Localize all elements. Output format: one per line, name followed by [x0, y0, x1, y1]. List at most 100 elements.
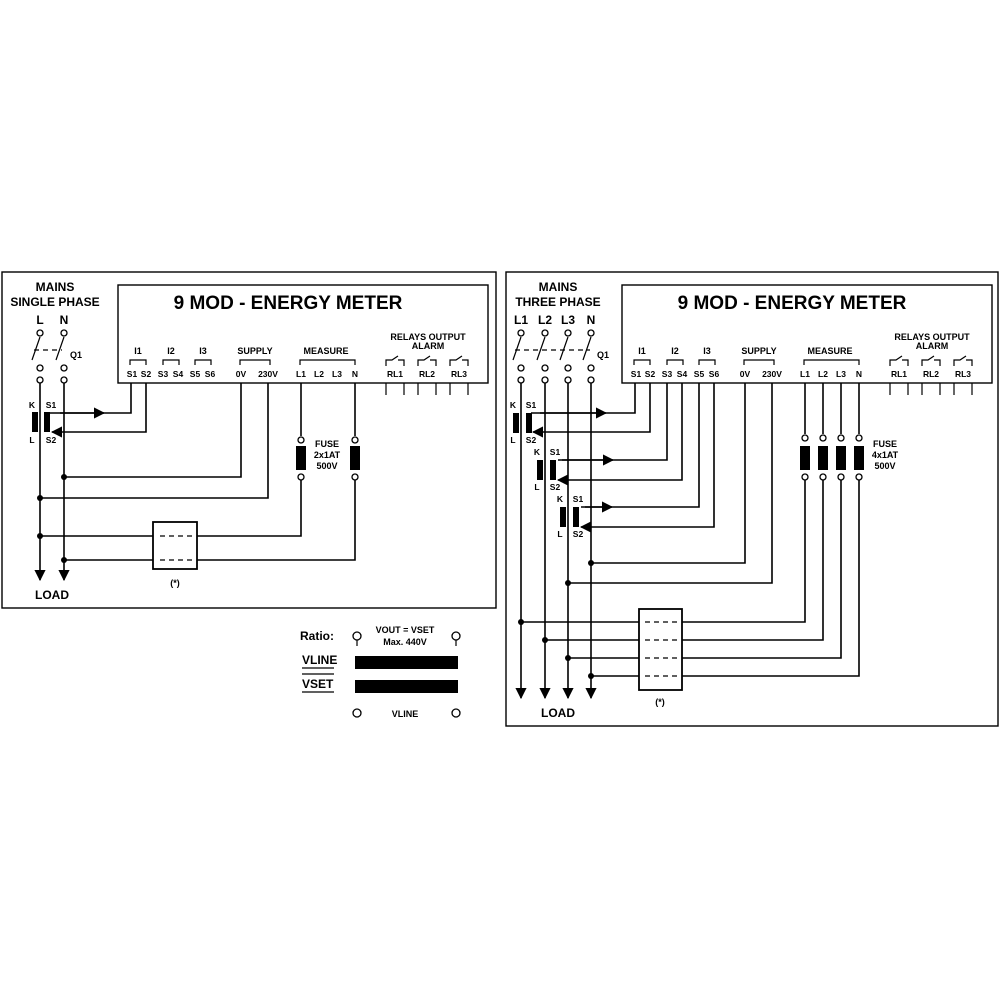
fuse-voltage: 500V — [316, 461, 337, 471]
term-l1: L1 — [296, 369, 306, 379]
three-phase-diagram: MAINS THREE PHASE L1 L2 L3 N Q1 — [505, 271, 999, 727]
term-s3: S3 — [158, 369, 169, 379]
meter-title: 9 MOD - ENERGY METER — [174, 293, 403, 314]
svg-text:I1: I1 — [638, 346, 646, 356]
relays-title: RELAYS OUTPUT — [894, 332, 970, 342]
fuse-l1 — [296, 446, 306, 470]
single-phase-diagram: MAINS SINGLE PHASE L N Q1 LOAD K L S1 S2… — [1, 271, 497, 609]
relays-subtitle: ALARM — [412, 341, 445, 351]
svg-text:S1: S1 — [573, 494, 584, 504]
breaker-contact-l — [31, 336, 41, 361]
ratio-denominator: VSET — [302, 677, 334, 691]
transformer-secondary — [355, 656, 458, 669]
svg-text:I2: I2 — [671, 346, 679, 356]
term-rl3: RL3 — [451, 369, 467, 379]
terminal-mid2-l — [36, 376, 44, 384]
term-s6: S6 — [205, 369, 216, 379]
load-label: LOAD — [35, 588, 69, 602]
phase-label-n: N — [60, 313, 69, 327]
svg-text:L2: L2 — [818, 369, 828, 379]
mains-label: MAINS — [539, 280, 578, 294]
group-i1: I1 — [134, 346, 142, 356]
vout-max: Max. 440V — [383, 637, 427, 647]
vout-formula: VOUT = VSET — [376, 625, 435, 635]
ratio-label: Ratio: — [300, 629, 334, 643]
relay-symbols — [385, 355, 469, 395]
group-supply: SUPPLY — [237, 346, 272, 356]
aux-transformer-box — [638, 608, 683, 691]
svg-text:S1: S1 — [550, 447, 561, 457]
phase-label-l: L — [36, 313, 43, 327]
svg-text:S2: S2 — [526, 435, 537, 445]
mains-type-label: SINGLE PHASE — [10, 295, 99, 309]
phase-label-l3: L3 — [561, 313, 575, 327]
terminal-top-l — [36, 329, 44, 337]
group-i3: I3 — [199, 346, 207, 356]
meter-box — [117, 284, 489, 384]
phase-label-l2: L2 — [538, 313, 552, 327]
svg-text:S3: S3 — [662, 369, 673, 379]
ct-k-label: K — [29, 400, 36, 410]
svg-text:SUPPLY: SUPPLY — [741, 346, 776, 356]
svg-text:S4: S4 — [677, 369, 688, 379]
svg-text:MEASURE: MEASURE — [807, 346, 852, 356]
svg-text:L1: L1 — [800, 369, 810, 379]
terminal-mid-l — [36, 364, 44, 372]
load-label: LOAD — [541, 706, 575, 720]
supply-230v-wire — [40, 383, 269, 499]
ct-s2-wire — [50, 383, 147, 438]
breaker-contact-n — [55, 336, 65, 361]
fuse-n — [350, 446, 360, 470]
breaker-label: Q1 — [597, 350, 609, 360]
terminal-top-n — [60, 329, 68, 337]
svg-text:K: K — [534, 447, 541, 457]
group-i2: I2 — [167, 346, 175, 356]
meter-title: 9 MOD - ENERGY METER — [678, 293, 907, 314]
svg-text:S6: S6 — [709, 369, 720, 379]
term-l2: L2 — [314, 369, 324, 379]
term-s1: S1 — [127, 369, 138, 379]
measure-l1-wire — [40, 480, 302, 537]
svg-text:S2: S2 — [573, 529, 584, 539]
svg-text:L: L — [510, 435, 515, 445]
relay-symbols — [889, 355, 973, 395]
term-l3: L3 — [332, 369, 342, 379]
svg-text:0V: 0V — [740, 369, 751, 379]
fuse-label: FUSE — [315, 439, 339, 449]
fuse-rating: 2x1AT — [314, 450, 341, 460]
mains-label: MAINS — [36, 280, 75, 294]
relays-subtitle: ALARM — [916, 341, 949, 351]
svg-text:N: N — [856, 369, 862, 379]
phase-label-n: N — [587, 313, 596, 327]
ratio-diagram: Ratio: VLINE VSET VOUT = VSET Max. 440V … — [300, 625, 461, 719]
fuse-rating: 4x1AT — [872, 450, 899, 460]
term-s5: S5 — [190, 369, 201, 379]
svg-text:230V: 230V — [762, 369, 782, 379]
svg-text:I3: I3 — [703, 346, 711, 356]
term-0v: 0V — [236, 369, 247, 379]
relays-title: RELAYS OUTPUT — [390, 332, 466, 342]
group-measure: MEASURE — [303, 346, 348, 356]
svg-text:RL3: RL3 — [955, 369, 971, 379]
aux-note: (*) — [170, 578, 180, 588]
ct-l-label: L — [29, 435, 34, 445]
svg-text:L: L — [534, 482, 539, 492]
term-rl1: RL1 — [387, 369, 403, 379]
ratio-numerator: VLINE — [302, 653, 337, 667]
ct-core-primary — [32, 412, 38, 432]
term-s4: S4 — [173, 369, 184, 379]
svg-text:RL1: RL1 — [891, 369, 907, 379]
fuse-label: FUSE — [873, 439, 897, 449]
phase-label-l1: L1 — [514, 313, 528, 327]
terminal-mid-n — [60, 364, 68, 372]
breaker-q1 — [512, 329, 595, 384]
term-rl2: RL2 — [419, 369, 435, 379]
fuse-voltage: 500V — [874, 461, 895, 471]
svg-text:S1: S1 — [631, 369, 642, 379]
ct-core-secondary — [44, 412, 50, 432]
meter-box — [621, 284, 993, 384]
ct-s1-label: S1 — [46, 400, 57, 410]
breaker-label: Q1 — [70, 350, 82, 360]
term-s2: S2 — [141, 369, 152, 379]
svg-text:S2: S2 — [645, 369, 656, 379]
